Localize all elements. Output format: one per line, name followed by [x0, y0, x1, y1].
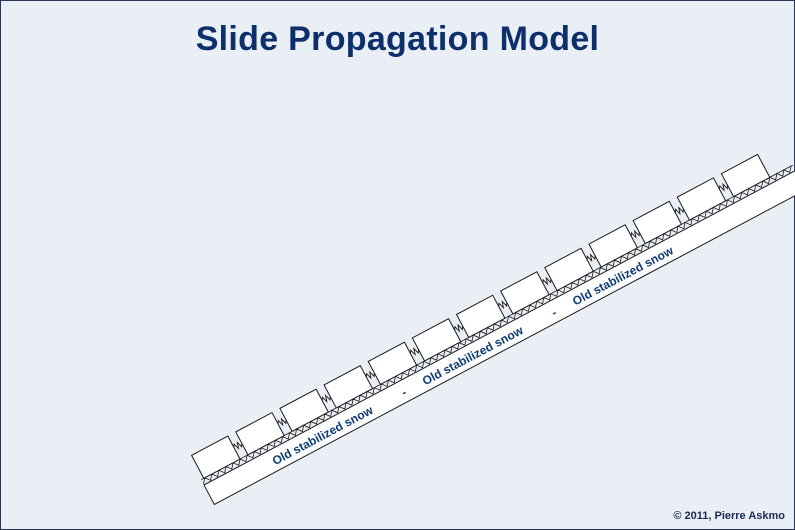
- spring-connector: [277, 417, 287, 427]
- spring-connector: [719, 182, 728, 192]
- spring-connector: [586, 253, 596, 263]
- spring-connector: [321, 394, 331, 403]
- spring-connector: [630, 229, 640, 239]
- page-title: Slide Propagation Model: [195, 20, 600, 58]
- slab-block: [190, 435, 241, 479]
- spring-connector: [410, 347, 419, 357]
- weak-layer-zigzag: [203, 166, 792, 485]
- slab-block: [676, 177, 727, 221]
- separator-1: -: [399, 385, 409, 399]
- old-snow-layer: [203, 169, 795, 506]
- slab-blocks: [190, 153, 793, 481]
- spring-connector: [233, 441, 243, 450]
- slab-block: [411, 318, 462, 362]
- spring-connector: [365, 370, 375, 380]
- spring-connector: [542, 276, 552, 286]
- separator-2: -: [549, 305, 559, 319]
- copyright-notice: © 2011, Pierre Askmo: [673, 510, 785, 522]
- spring-connector: [454, 323, 464, 333]
- spring-connector: [498, 300, 508, 310]
- slab-block: [499, 271, 550, 315]
- slab-block: [588, 224, 639, 268]
- spring-connector: [674, 206, 684, 216]
- slab-block: [367, 341, 418, 386]
- slab-block: [720, 153, 771, 198]
